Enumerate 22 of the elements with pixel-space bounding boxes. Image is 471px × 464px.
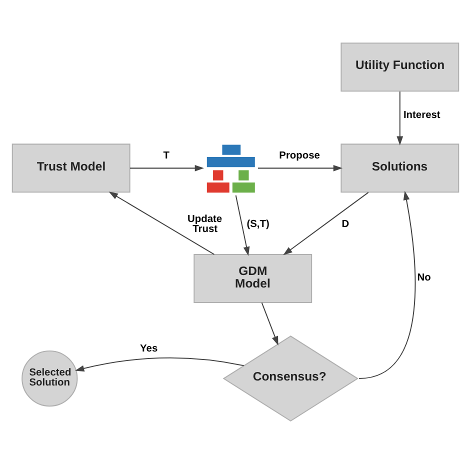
node-box: Utility Function <box>340 42 460 92</box>
node-box: GDM Model <box>194 254 312 303</box>
edge-label: D <box>342 218 350 230</box>
edge-label: (S,T) <box>246 218 270 230</box>
node-box: Solutions <box>340 144 460 193</box>
edge-label: No <box>417 272 431 284</box>
arrow <box>235 195 250 256</box>
arrow <box>396 92 404 146</box>
edge-label: Yes <box>140 343 158 354</box>
arrow <box>258 164 343 172</box>
arrow <box>74 357 244 372</box>
arrow <box>283 192 369 256</box>
arrow <box>261 302 278 346</box>
node-box: Trust Model <box>12 144 130 193</box>
arrow <box>358 190 416 380</box>
edge-label: Interest <box>403 110 440 122</box>
edge-label: T <box>163 150 170 162</box>
node-circle: Selected Solution <box>22 350 78 407</box>
arrow <box>130 164 204 172</box>
edge-label: Update Trust <box>188 214 222 235</box>
arrow <box>108 192 214 255</box>
edge-label: Propose <box>279 150 320 162</box>
